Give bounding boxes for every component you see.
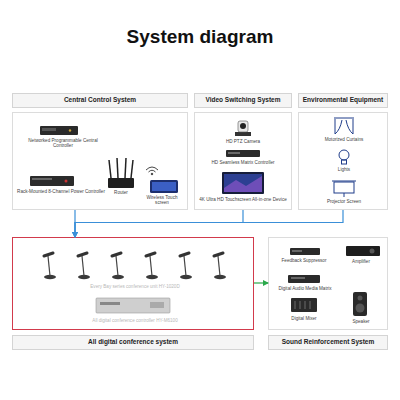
system-group: Sound Reinforcement System (268, 237, 388, 350)
device-label: Amplifier (336, 259, 386, 264)
device-label: Speaker (336, 319, 386, 324)
touchscreen-icon (222, 172, 264, 194)
group-heading: Sound Reinforcement System (268, 335, 388, 350)
group-heading: Central Control System (12, 93, 188, 108)
audio-matrix-icon (288, 275, 320, 283)
connector-line (254, 282, 268, 283)
ptz-camera-icon (235, 121, 251, 136)
wifi-icon (146, 167, 158, 175)
system-group: Environmental Equipment (298, 93, 388, 210)
group-frame (12, 237, 254, 330)
group-heading: Video Switching System (194, 93, 292, 108)
device-label: HD Seamless Matrix Controller (204, 160, 282, 165)
device-label: Feedback Suppressor (276, 258, 332, 263)
device-label: Router (106, 190, 136, 195)
connector-line (75, 210, 243, 237)
connector-line (74, 210, 75, 237)
system-group: Video Switching System (194, 93, 292, 210)
device-label: Lights (314, 167, 374, 172)
group-heading: All digital conference system (12, 335, 254, 350)
group-frame (298, 112, 388, 210)
conference-controller-icon (96, 298, 170, 313)
amplifier-icon (346, 246, 380, 256)
device-label: Projector Screen (314, 199, 374, 204)
device-label: 4K Ultra HD Touchscreen All-in-one Devic… (198, 197, 288, 202)
device-label: Digital Mixer (276, 316, 332, 321)
microphone-row (44, 253, 226, 279)
device-label: HD PTZ Camera (210, 139, 276, 144)
matrix-controller-icon (226, 150, 260, 157)
router-icon (108, 158, 134, 188)
system-group: All digital conference system (12, 237, 254, 350)
speaker-icon (353, 292, 367, 316)
mixer-icon (291, 298, 317, 312)
connector-line (75, 210, 343, 237)
projector-screen-icon (332, 181, 356, 197)
group-frame (268, 237, 388, 330)
device-label: Motorized Curtains (314, 137, 374, 142)
device-label: Every Bay series conference unit HY-1020… (60, 284, 210, 289)
device-label: Networked Programmable Central Controlle… (18, 138, 108, 148)
diagram-title: System diagram (0, 26, 400, 48)
group-heading: Environmental Equipment (298, 93, 388, 108)
power-controller-icon (30, 176, 74, 186)
curtain-icon (334, 118, 354, 134)
device-label: Wireless Touch screen (140, 195, 184, 205)
device-label: Digital Audio Media Matrix (274, 286, 336, 291)
device-label: All digital conference controller HY-M61… (60, 318, 210, 323)
device-label: Rack-Mounted 8-Channel Power Controller (16, 189, 106, 194)
central-controller-icon (40, 126, 78, 135)
bulb-icon (339, 150, 349, 164)
feedback-suppressor-icon (290, 248, 320, 255)
tablet-icon (150, 180, 178, 193)
